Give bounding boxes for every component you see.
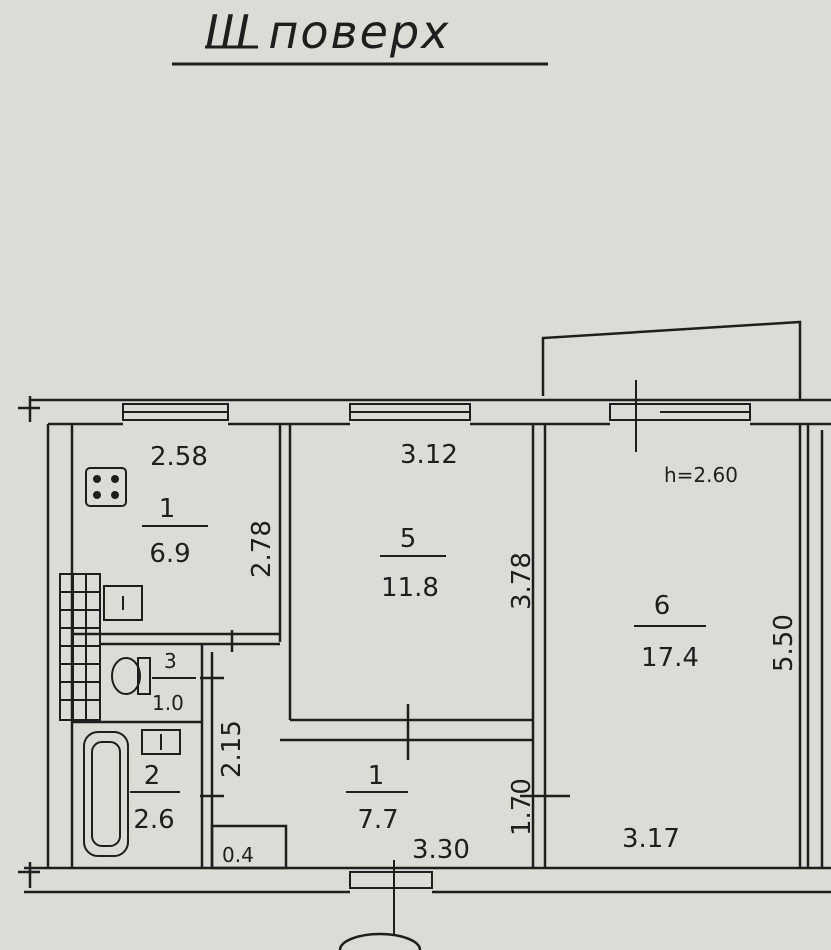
kitchen-depth-dimension: 2.78 (247, 520, 277, 578)
room-1-number: 1 (368, 761, 385, 791)
room-1-area: 7.7 (357, 805, 398, 835)
hall-depth-dimension: 1.70 (507, 778, 537, 836)
room-4-number: 1 (159, 494, 176, 524)
ceiling-height-label: h=2.60 (664, 463, 738, 487)
room-6-area: 17.4 (641, 643, 699, 673)
room-2-area: 2.6 (133, 805, 174, 835)
bottom-circle-mark (338, 932, 422, 950)
room-3-area: 1.0 (152, 691, 184, 715)
room-5-width-dimension: 3.12 (400, 440, 458, 470)
stove-icon (85, 467, 127, 507)
room-5-depth-dimension: 3.78 (507, 552, 537, 610)
room-6-number: 6 (654, 591, 671, 621)
toilet-icon (111, 657, 151, 695)
washbasin-icon (141, 729, 181, 755)
room-5-number: 5 (400, 524, 417, 554)
room-2-number: 2 (144, 761, 161, 791)
kitchen-width-dimension: 2.58 (150, 442, 208, 472)
walls (24, 320, 831, 894)
door-ticks (18, 396, 570, 888)
bathtub-icon (83, 731, 129, 857)
hall-length-dimension: 3.30 (412, 835, 470, 865)
floor-title: III поверх (205, 5, 450, 59)
ventilation-shaft-icon (59, 573, 101, 721)
closet-area: 0.4 (222, 843, 254, 867)
room-5-area: 11.8 (381, 573, 439, 603)
room-6-width-dimension: 3.17 (622, 824, 680, 854)
room-3-number: 3 (164, 649, 177, 673)
corridor-length-dimension: 2.15 (217, 720, 247, 778)
room-4-area: 6.9 (149, 539, 190, 569)
room-6-depth-dimension: 5.50 (769, 614, 799, 672)
sink-icon (103, 585, 143, 621)
windows (122, 380, 751, 935)
